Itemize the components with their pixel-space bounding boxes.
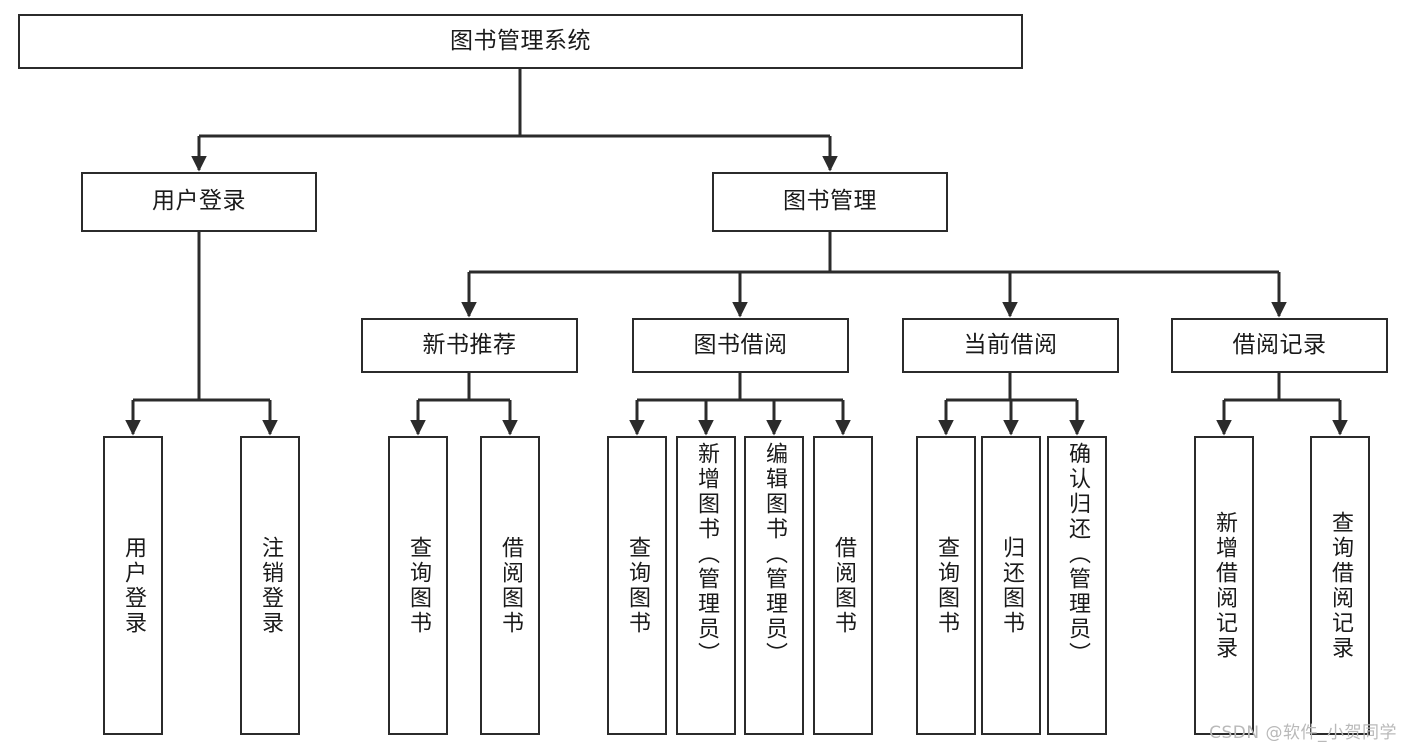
node-book-borrow-label: 图书借阅 bbox=[693, 331, 788, 358]
node-leaf-query-record[interactable]: 查询借阅记录 bbox=[1310, 436, 1370, 735]
node-leaf-add-record-label: 新增借阅记录 bbox=[1212, 510, 1237, 661]
node-leaf-query-book-1-label: 查询图书 bbox=[406, 535, 431, 636]
node-user-login-label: 用户登录 bbox=[152, 188, 246, 215]
node-leaf-user-login[interactable]: 用户登录 bbox=[103, 436, 163, 735]
node-user-login[interactable]: 用户登录 bbox=[81, 172, 317, 232]
node-leaf-return-book-label: 归还图书 bbox=[999, 535, 1024, 636]
node-leaf-confirm-return-label: 确认归还（管理员） bbox=[1065, 442, 1090, 667]
node-root[interactable]: 图书管理系统 bbox=[18, 14, 1023, 69]
node-leaf-edit-book-label: 编辑图书（管理员） bbox=[762, 442, 787, 667]
node-borrow-record-label: 借阅记录 bbox=[1232, 331, 1327, 358]
node-book-manage[interactable]: 图书管理 bbox=[712, 172, 948, 232]
csdn-watermark: CSDN @软件_小贺同学 bbox=[1209, 723, 1397, 743]
node-new-book-rec[interactable]: 新书推荐 bbox=[361, 318, 578, 373]
node-leaf-user-login-label: 用户登录 bbox=[121, 535, 146, 636]
node-current-borrow-label: 当前借阅 bbox=[963, 331, 1058, 358]
node-leaf-borrow-book-1-label: 借阅图书 bbox=[498, 535, 523, 636]
node-borrow-record[interactable]: 借阅记录 bbox=[1171, 318, 1388, 373]
node-leaf-borrow-book-2[interactable]: 借阅图书 bbox=[813, 436, 873, 735]
node-leaf-add-record[interactable]: 新增借阅记录 bbox=[1194, 436, 1254, 735]
node-leaf-add-book-label: 新增图书（管理员） bbox=[694, 442, 719, 667]
node-leaf-logout-label: 注销登录 bbox=[258, 535, 283, 636]
node-leaf-confirm-return[interactable]: 确认归还（管理员） bbox=[1047, 436, 1107, 735]
node-current-borrow[interactable]: 当前借阅 bbox=[902, 318, 1119, 373]
node-leaf-query-record-label: 查询借阅记录 bbox=[1328, 510, 1353, 661]
node-leaf-add-book[interactable]: 新增图书（管理员） bbox=[676, 436, 736, 735]
node-leaf-query-book-2[interactable]: 查询图书 bbox=[607, 436, 667, 735]
node-leaf-return-book[interactable]: 归还图书 bbox=[981, 436, 1041, 735]
node-book-borrow[interactable]: 图书借阅 bbox=[632, 318, 849, 373]
node-root-label: 图书管理系统 bbox=[450, 27, 591, 54]
node-new-book-rec-label: 新书推荐 bbox=[422, 331, 517, 358]
node-leaf-query-book-1[interactable]: 查询图书 bbox=[388, 436, 448, 735]
node-leaf-query-book-3[interactable]: 查询图书 bbox=[916, 436, 976, 735]
node-leaf-query-book-3-label: 查询图书 bbox=[934, 535, 959, 636]
node-book-manage-label: 图书管理 bbox=[783, 188, 877, 215]
node-leaf-edit-book[interactable]: 编辑图书（管理员） bbox=[744, 436, 804, 735]
node-leaf-logout[interactable]: 注销登录 bbox=[240, 436, 300, 735]
node-leaf-borrow-book-2-label: 借阅图书 bbox=[831, 535, 856, 636]
node-leaf-query-book-2-label: 查询图书 bbox=[625, 535, 650, 636]
node-leaf-borrow-book-1[interactable]: 借阅图书 bbox=[480, 436, 540, 735]
